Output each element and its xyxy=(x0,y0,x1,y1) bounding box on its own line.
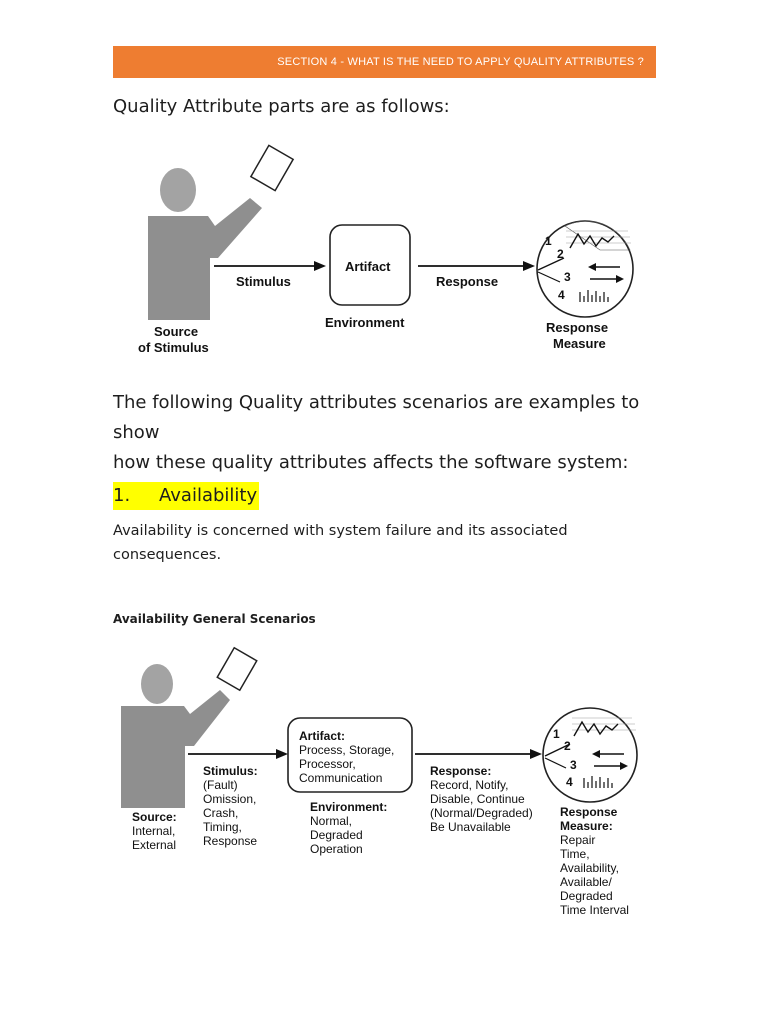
source-title: Source: xyxy=(132,810,177,824)
stimulus-label: Stimulus xyxy=(236,274,291,289)
environment-title: Environment: xyxy=(310,800,387,814)
environment-line: Degraded xyxy=(310,828,363,842)
measure-line: Available/ xyxy=(560,875,612,889)
paragraph-line: how these quality attributes affects the… xyxy=(113,452,629,473)
response-measure-dial-icon: 1 2 3 4 xyxy=(536,220,634,318)
dial-number-1: 1 xyxy=(553,727,560,741)
stimulus-line: Omission, xyxy=(203,792,256,806)
measure-line: Availability, xyxy=(560,861,619,875)
paragraph-line: The following Quality attributes scenari… xyxy=(113,392,640,443)
heading-number: 1. xyxy=(113,485,131,506)
scenarios-paragraph: The following Quality attributes scenari… xyxy=(113,388,673,478)
artifact-line: Communication xyxy=(299,771,382,785)
response-measure-label-line1: Response xyxy=(546,320,608,335)
availability-description: Availability is concerned with system fa… xyxy=(113,519,633,567)
measure-line: Repair xyxy=(560,833,595,847)
dial-number-1: 1 xyxy=(545,234,552,248)
response-measure-label-line2: Measure xyxy=(553,336,606,351)
response-line: Be Unavailable xyxy=(430,820,511,834)
availability-scenarios-subheading: Availability General Scenarios xyxy=(113,612,316,626)
response-line: Disable, Continue xyxy=(430,792,525,806)
stimulus-line: Timing, xyxy=(203,820,242,834)
section-title: SECTION 4 - WHAT IS THE NEED TO APPLY QU… xyxy=(277,56,644,68)
quality-attribute-parts-diagram: Stimulus Source of Stimulus Artifact Env… xyxy=(138,144,634,355)
environment-label: Environment xyxy=(325,315,405,330)
artifact-line: Processor, xyxy=(299,757,356,771)
stimulus-title: Stimulus: xyxy=(203,764,258,778)
description-line: Availability is concerned with system fa… xyxy=(113,523,568,539)
artifact-line: Process, Storage, xyxy=(299,743,394,757)
response-label: Response xyxy=(436,274,498,289)
dial-number-2: 2 xyxy=(557,247,564,261)
measure-title-line1: Response xyxy=(560,805,618,819)
environment-line: Normal, xyxy=(310,814,352,828)
dial-number-3: 3 xyxy=(564,270,571,284)
dial-number-2: 2 xyxy=(564,739,571,753)
artifact-box xyxy=(329,224,411,306)
stimulus-line: Response xyxy=(203,834,257,848)
heading-title: Availability xyxy=(159,485,258,506)
description-line: consequences. xyxy=(113,547,222,563)
artifact-box xyxy=(287,717,413,793)
source-label-line2: of Stimulus xyxy=(138,340,209,355)
availability-heading: 1. Availability xyxy=(113,482,260,510)
availability-scenario-diagram: Source: Internal, External Stimulus: (Fa… xyxy=(121,646,638,917)
artifact-title: Artifact: xyxy=(299,729,345,743)
environment-line: Operation xyxy=(310,842,363,856)
person-figure-icon xyxy=(148,144,295,320)
source-label-line1: Source xyxy=(154,324,198,339)
person-figure-icon xyxy=(121,646,258,808)
measure-line: Time, xyxy=(560,847,590,861)
response-title: Response: xyxy=(430,764,491,778)
dial-number-4: 4 xyxy=(566,775,573,789)
intro-text: Quality Attribute parts are as follows: xyxy=(113,96,450,117)
response-line: (Normal/Degraded) xyxy=(430,806,533,820)
measure-line: Time Interval xyxy=(560,903,629,917)
response-line: Record, Notify, xyxy=(430,778,508,792)
dial-number-3: 3 xyxy=(570,758,577,772)
response-measure-dial-icon: 1 2 3 4 xyxy=(542,707,638,803)
dial-number-4: 4 xyxy=(558,288,565,302)
source-line: Internal, xyxy=(132,824,175,838)
section-header-bar: SECTION 4 - WHAT IS THE NEED TO APPLY QU… xyxy=(113,46,656,78)
artifact-label: Artifact xyxy=(345,259,391,274)
measure-title-line2: Measure: xyxy=(560,819,613,833)
stimulus-line: (Fault) xyxy=(203,778,238,792)
measure-line: Degraded xyxy=(560,889,613,903)
stimulus-line: Crash, xyxy=(203,806,238,820)
source-line: External xyxy=(132,838,176,852)
